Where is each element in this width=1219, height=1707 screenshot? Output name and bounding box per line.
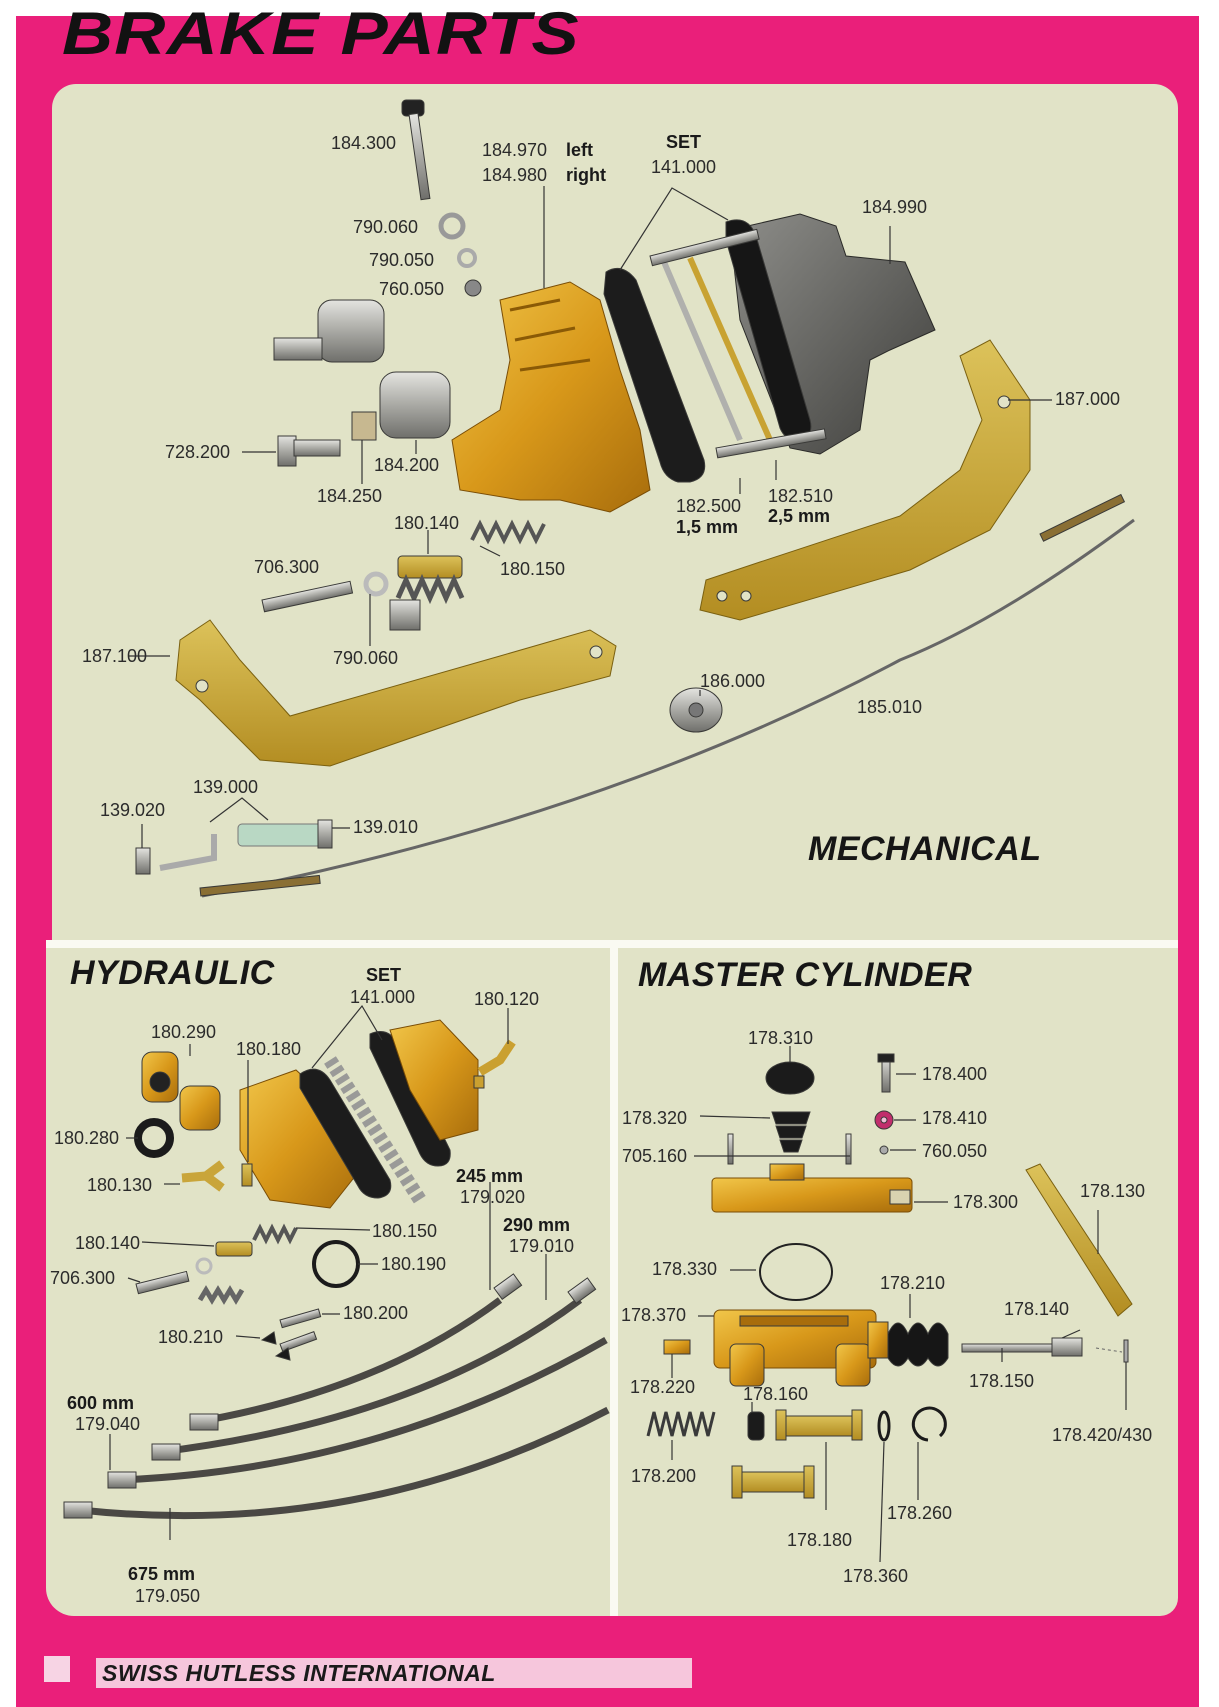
- footer-company-name: SWISS HUTLESS INTERNATIONAL: [102, 1660, 496, 1686]
- part-label: 705.160: [622, 1146, 688, 1166]
- mechanical-parts: [135, 99, 1135, 898]
- part-label: 184.250: [317, 486, 383, 506]
- part-label: 179.020: [460, 1187, 526, 1207]
- part-label: 182.510: [768, 486, 834, 506]
- part-label: 706.300: [50, 1268, 116, 1288]
- part-label: 180.130: [87, 1175, 153, 1195]
- part-label: 187.100: [82, 646, 148, 666]
- part-label: 182.500: [676, 496, 742, 516]
- page-title: BRAKE PARTS: [62, 0, 580, 67]
- part-label: 180.150: [500, 559, 566, 579]
- part-label: 180.210: [158, 1327, 224, 1347]
- part-label: 141.000: [350, 987, 416, 1007]
- part-label: 178.300: [953, 1192, 1019, 1212]
- part-label: 760.050: [922, 1141, 988, 1161]
- master-cylinder-parts: [646, 1053, 1133, 1499]
- part-label: 180.150: [372, 1221, 438, 1241]
- part-label: 178.130: [1080, 1181, 1146, 1201]
- hydraulic-heading: HYDRAULIC: [70, 954, 275, 992]
- part-label: 706.300: [254, 557, 320, 577]
- part-label: 180.120: [474, 989, 540, 1009]
- part-label: 180.140: [75, 1233, 141, 1253]
- part-label: 186.000: [700, 671, 766, 691]
- part-label: 180.140: [394, 513, 460, 533]
- part-label: 245 mm: [456, 1166, 524, 1186]
- footer-square: [44, 1656, 70, 1682]
- part-label: SET: [666, 132, 702, 152]
- part-label: 187.000: [1055, 389, 1121, 409]
- master-cylinder-heading: MASTER CYLINDER: [638, 956, 973, 994]
- part-label: 180.190: [381, 1254, 447, 1274]
- part-label: 180.180: [236, 1039, 302, 1059]
- mechanical-heading: MECHANICAL: [808, 830, 1042, 868]
- part-label: 178.370: [621, 1305, 687, 1325]
- part-label: 141.000: [651, 157, 717, 177]
- part-label: 184.300: [331, 133, 397, 153]
- part-label: 760.050: [379, 279, 445, 299]
- part-label: 184.990: [862, 197, 928, 217]
- part-label: 178.420/430: [1052, 1425, 1153, 1445]
- part-label: 178.180: [787, 1530, 853, 1550]
- part-label: 178.200: [631, 1466, 697, 1486]
- part-label: 600 mm: [67, 1393, 135, 1413]
- part-label: 178.140: [1004, 1299, 1070, 1319]
- bolt-184300: [401, 99, 431, 201]
- mechanical-leader-lines: [128, 186, 1052, 848]
- part-label: 180.280: [54, 1128, 120, 1148]
- part-label: 179.040: [75, 1414, 141, 1434]
- part-label: 290 mm: [503, 1215, 571, 1235]
- panel-divider-vertical: [610, 940, 618, 1616]
- part-label: 178.330: [652, 1259, 718, 1279]
- part-label: 178.320: [622, 1108, 688, 1128]
- part-label: 675 mm: [128, 1564, 196, 1584]
- part-label: 184.200: [374, 455, 440, 475]
- part-label: 178.410: [922, 1108, 988, 1128]
- part-label: 185.010: [857, 697, 923, 717]
- part-label: 178.310: [748, 1028, 814, 1048]
- part-label: SET: [366, 965, 402, 985]
- part-label: 790.060: [333, 648, 399, 668]
- part-label: 178.400: [922, 1064, 988, 1084]
- part-label: 2,5 mm: [768, 506, 831, 526]
- part-label: 790.060: [353, 217, 419, 237]
- hydraulic-leader-lines: [109, 1004, 547, 1540]
- part-label: 178.210: [880, 1273, 946, 1293]
- part-label: 1,5 mm: [676, 517, 739, 537]
- part-label: 180.200: [343, 1303, 409, 1323]
- master-cylinder-leader-lines: [671, 1046, 1127, 1563]
- part-label: 178.160: [743, 1384, 809, 1404]
- hydraulic-parts: [63, 1019, 610, 1520]
- part-label: 139.020: [100, 800, 166, 820]
- part-label: 790.050: [369, 250, 435, 270]
- part-label: 184.980: [482, 165, 548, 185]
- part-label: 178.220: [630, 1377, 696, 1397]
- part-label: 179.010: [509, 1236, 575, 1256]
- master-cylinder-panel: [618, 948, 1178, 1616]
- part-label: 178.150: [969, 1371, 1035, 1391]
- part-label: 184.970: [482, 140, 548, 160]
- part-label: 180.290: [151, 1022, 217, 1042]
- part-label: 139.000: [193, 777, 259, 797]
- part-label: 728.200: [165, 442, 231, 462]
- part-label: left: [566, 140, 593, 160]
- part-label: right: [566, 165, 606, 185]
- footer-bar: [96, 1658, 692, 1688]
- part-label: 178.360: [843, 1566, 909, 1586]
- part-label: 178.260: [887, 1503, 953, 1523]
- part-label: 139.010: [353, 817, 419, 837]
- part-label: 179.050: [135, 1586, 201, 1606]
